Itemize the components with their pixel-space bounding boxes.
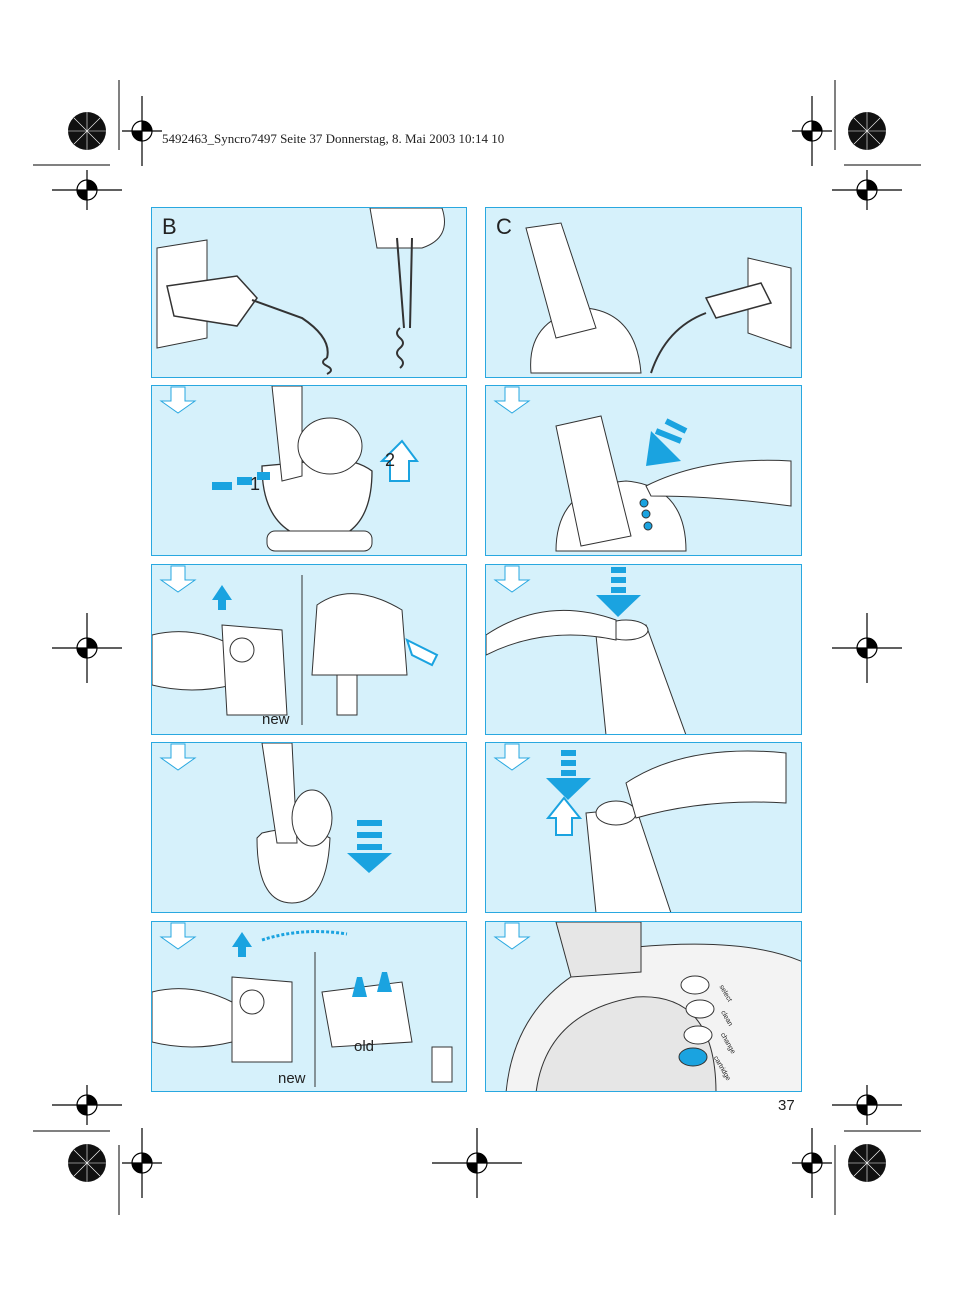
- panel-c-3: [485, 564, 802, 735]
- base-plugged-illustration: [525, 222, 792, 374]
- press-down-illustration: [486, 565, 687, 734]
- panel-c-1: C: [485, 207, 802, 378]
- cartridge-replace-illustration: [152, 922, 453, 1087]
- shaver-lift-illustration: [159, 743, 392, 904]
- panel-b-2: 1 2: [151, 385, 467, 556]
- release-illustration: [493, 743, 787, 912]
- caption-new: new: [262, 711, 290, 728]
- step-badge-2: 2: [385, 450, 396, 470]
- plug-illustration: [156, 208, 445, 375]
- section-label-b: B: [162, 214, 177, 239]
- panel-b-3: new: [151, 564, 467, 735]
- step-badge-1: 1: [250, 474, 261, 494]
- caption-old: old: [354, 1038, 375, 1055]
- panel-c-5: select clean change cartridge: [485, 921, 802, 1092]
- panel-b-5: new old: [151, 921, 467, 1092]
- select-button-press-illustration: [493, 386, 792, 552]
- panel-c-2: [485, 385, 802, 556]
- panel-b-4: [151, 742, 467, 913]
- panel-b-1: B: [151, 207, 467, 378]
- page-number: 37: [778, 1097, 795, 1114]
- base-top-view-illustration: [493, 922, 801, 1091]
- section-label-c: C: [496, 214, 512, 239]
- print-header: 5492463_Syncro7497 Seite 37 Donnerstag, …: [162, 131, 505, 146]
- panel-c-4: [485, 742, 802, 913]
- cartridge-removal-illustration: [152, 565, 439, 725]
- shaver-in-base-illustration: [159, 386, 419, 552]
- caption-new-2: new: [278, 1070, 306, 1087]
